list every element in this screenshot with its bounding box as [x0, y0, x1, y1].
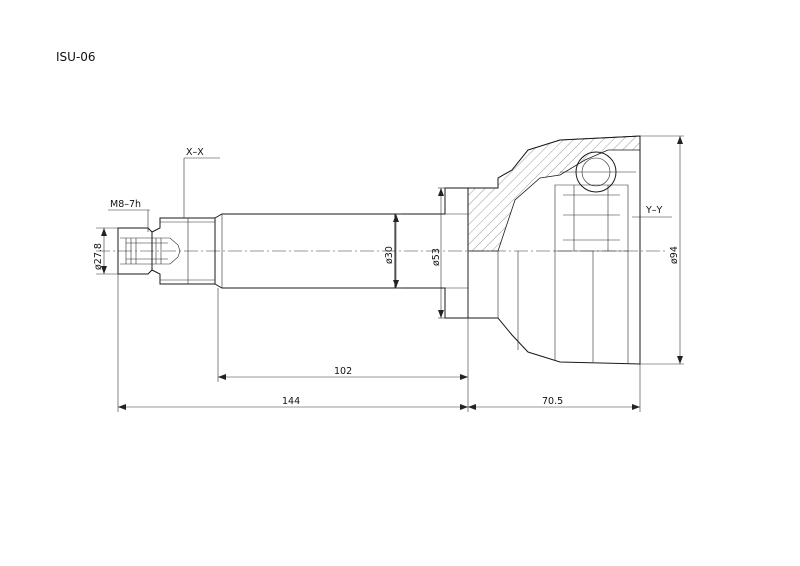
- dim-shaft-length: 102: [217, 288, 469, 382]
- dim-cv-length: 70.5: [468, 364, 641, 412]
- dim-collar-diameter: ø53: [431, 187, 445, 319]
- thread-callout: M8–7h: [108, 199, 150, 232]
- dim-total-length-label: 144: [282, 396, 300, 407]
- dim-shaft-diameter: ø30: [384, 213, 402, 289]
- spline-section: [151, 217, 216, 285]
- section-x-indicator: X–X: [183, 147, 220, 218]
- dim-outer-diameter: ø94: [640, 135, 684, 365]
- drawing-title: ISU-06: [56, 50, 96, 64]
- dim-cv-length-label: 70.5: [542, 396, 563, 407]
- dim-tip-diameter: ø27.8: [93, 227, 118, 275]
- thread-label: M8–7h: [110, 199, 141, 210]
- section-y-indicator: Y–Y: [632, 205, 672, 218]
- section-y-label: Y–Y: [645, 205, 663, 216]
- cv-housing: [467, 135, 641, 365]
- dim-shaft-diameter-label: ø30: [384, 246, 395, 264]
- section-x-label: X–X: [186, 147, 204, 158]
- dim-outer-diameter-label: ø94: [669, 246, 680, 264]
- dim-total-length: 144: [117, 274, 469, 412]
- dim-tip-diameter-label: ø27.8: [93, 243, 104, 270]
- dim-shaft-length-label: 102: [334, 366, 352, 377]
- dim-collar-diameter-label: ø53: [431, 248, 442, 266]
